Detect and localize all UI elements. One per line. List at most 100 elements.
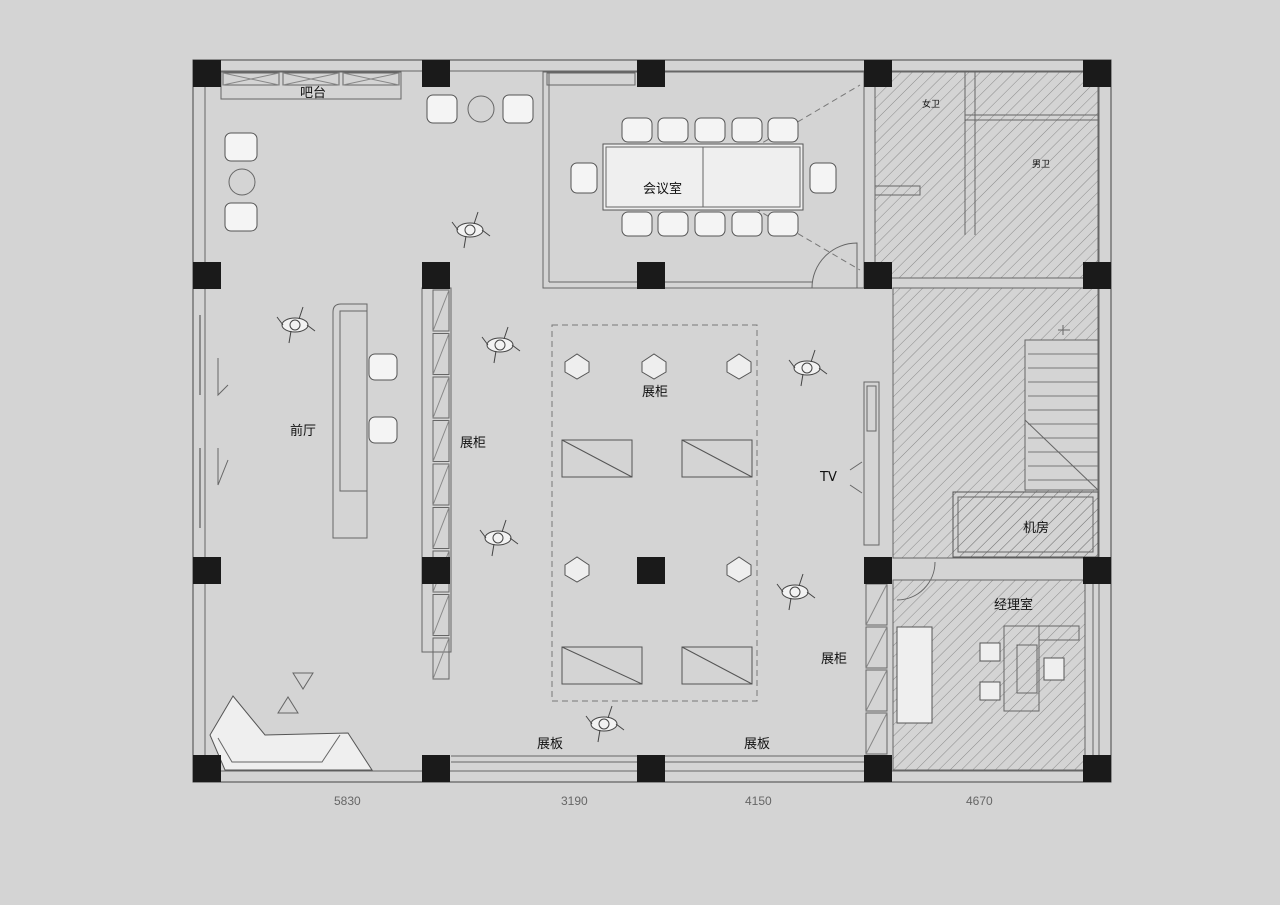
office-chair <box>979 642 1001 662</box>
cabinet-shelf <box>432 333 450 375</box>
bar-cabinet-cross <box>282 72 340 86</box>
chair <box>570 162 598 194</box>
label-mens-restroom: 男卫 <box>1032 159 1050 170</box>
cabinet-shelf <box>865 669 888 712</box>
cabinet-shelf <box>432 594 450 636</box>
label-tv: TV <box>819 470 837 485</box>
person-limbs <box>776 573 816 611</box>
chair <box>809 162 837 194</box>
structural-column <box>637 262 665 289</box>
cabinet-diagonal <box>432 333 450 375</box>
chair <box>426 94 458 124</box>
display-table-diagonal <box>561 646 643 685</box>
cabinet-diagonal <box>865 712 888 755</box>
cabinet-shelf <box>432 463 450 506</box>
cabinet-diagonal <box>865 669 888 712</box>
display-pedestal <box>564 353 590 380</box>
display-table <box>681 646 753 685</box>
display-pedestal <box>564 556 590 583</box>
structural-column <box>1083 262 1111 289</box>
display-table <box>681 439 753 478</box>
chair <box>621 117 653 143</box>
display-pedestal <box>726 556 752 583</box>
display-table <box>561 439 633 478</box>
cabinet-shelf <box>432 420 450 462</box>
cabinet-diagonal <box>432 420 450 462</box>
cabinet-diagonal <box>432 594 450 636</box>
chair <box>368 353 398 381</box>
structural-column <box>637 755 665 782</box>
office-sofa <box>896 626 933 724</box>
person-icon <box>479 519 519 557</box>
chair <box>224 202 258 232</box>
structural-column <box>864 557 892 584</box>
person-limbs <box>481 326 521 364</box>
person-limbs <box>479 519 519 557</box>
chair <box>767 211 799 237</box>
cabinet-shelf <box>432 637 450 680</box>
label-manager-office: 经理室 <box>994 597 1033 613</box>
person-limbs <box>788 349 828 387</box>
person-limbs <box>451 211 491 249</box>
person-icon <box>481 326 521 364</box>
chair <box>502 94 534 124</box>
chair <box>657 117 689 143</box>
structural-column <box>637 60 665 87</box>
structural-column <box>1083 60 1111 87</box>
label-bar: 吧台 <box>300 86 326 101</box>
structural-column <box>864 60 892 87</box>
office-chair <box>1043 657 1065 681</box>
structural-column <box>422 755 450 782</box>
display-zone <box>551 324 758 702</box>
structural-column <box>1083 557 1111 584</box>
person-head <box>289 319 301 331</box>
bar-cabinet <box>282 72 340 86</box>
restroom-area <box>874 71 1099 279</box>
person-icon <box>276 306 316 344</box>
meeting-room-wall <box>542 71 865 289</box>
structural-column <box>864 755 892 782</box>
structural-column <box>864 262 892 289</box>
cabinet-shelf <box>432 507 450 549</box>
person-limbs <box>585 705 625 743</box>
office-desk <box>1003 625 1040 712</box>
person-icon <box>451 211 491 249</box>
tv-wall <box>863 381 880 546</box>
triangle-sign <box>292 672 314 690</box>
chair <box>621 211 653 237</box>
cabinet-diagonal <box>432 289 450 332</box>
structural-column <box>422 262 450 289</box>
bar-cabinet-cross <box>222 72 280 86</box>
bar-cabinet <box>342 72 400 86</box>
display-pedestal <box>726 353 752 380</box>
cabinet-diagonal <box>865 626 888 669</box>
cabinet <box>546 72 636 86</box>
label-display-cabinet: 展柜 <box>821 652 847 667</box>
person-icon <box>788 349 828 387</box>
chair <box>694 117 726 143</box>
display-table-diagonal <box>561 439 633 478</box>
person-limbs <box>276 306 316 344</box>
cabinet-shelf <box>865 626 888 669</box>
dimension-label: 5830 <box>334 794 361 808</box>
triangle-sign <box>277 696 299 714</box>
display-cabinet-right <box>865 583 888 755</box>
structural-column <box>422 60 450 87</box>
structural-column <box>193 262 221 289</box>
person-icon <box>585 705 625 743</box>
round-table <box>228 168 256 196</box>
staircase <box>1024 325 1099 491</box>
display-table <box>561 646 643 685</box>
machine-room <box>952 491 1099 558</box>
label-machine-room: 机房 <box>1023 520 1049 536</box>
chair <box>694 211 726 237</box>
lounge-sofa <box>209 695 373 771</box>
round-table <box>467 95 495 123</box>
person-head <box>494 339 506 351</box>
label-display-board: 展板 <box>537 737 563 752</box>
chair <box>368 416 398 444</box>
dimension-label: 4150 <box>745 794 772 808</box>
structural-column <box>193 60 221 87</box>
structural-column <box>193 755 221 782</box>
